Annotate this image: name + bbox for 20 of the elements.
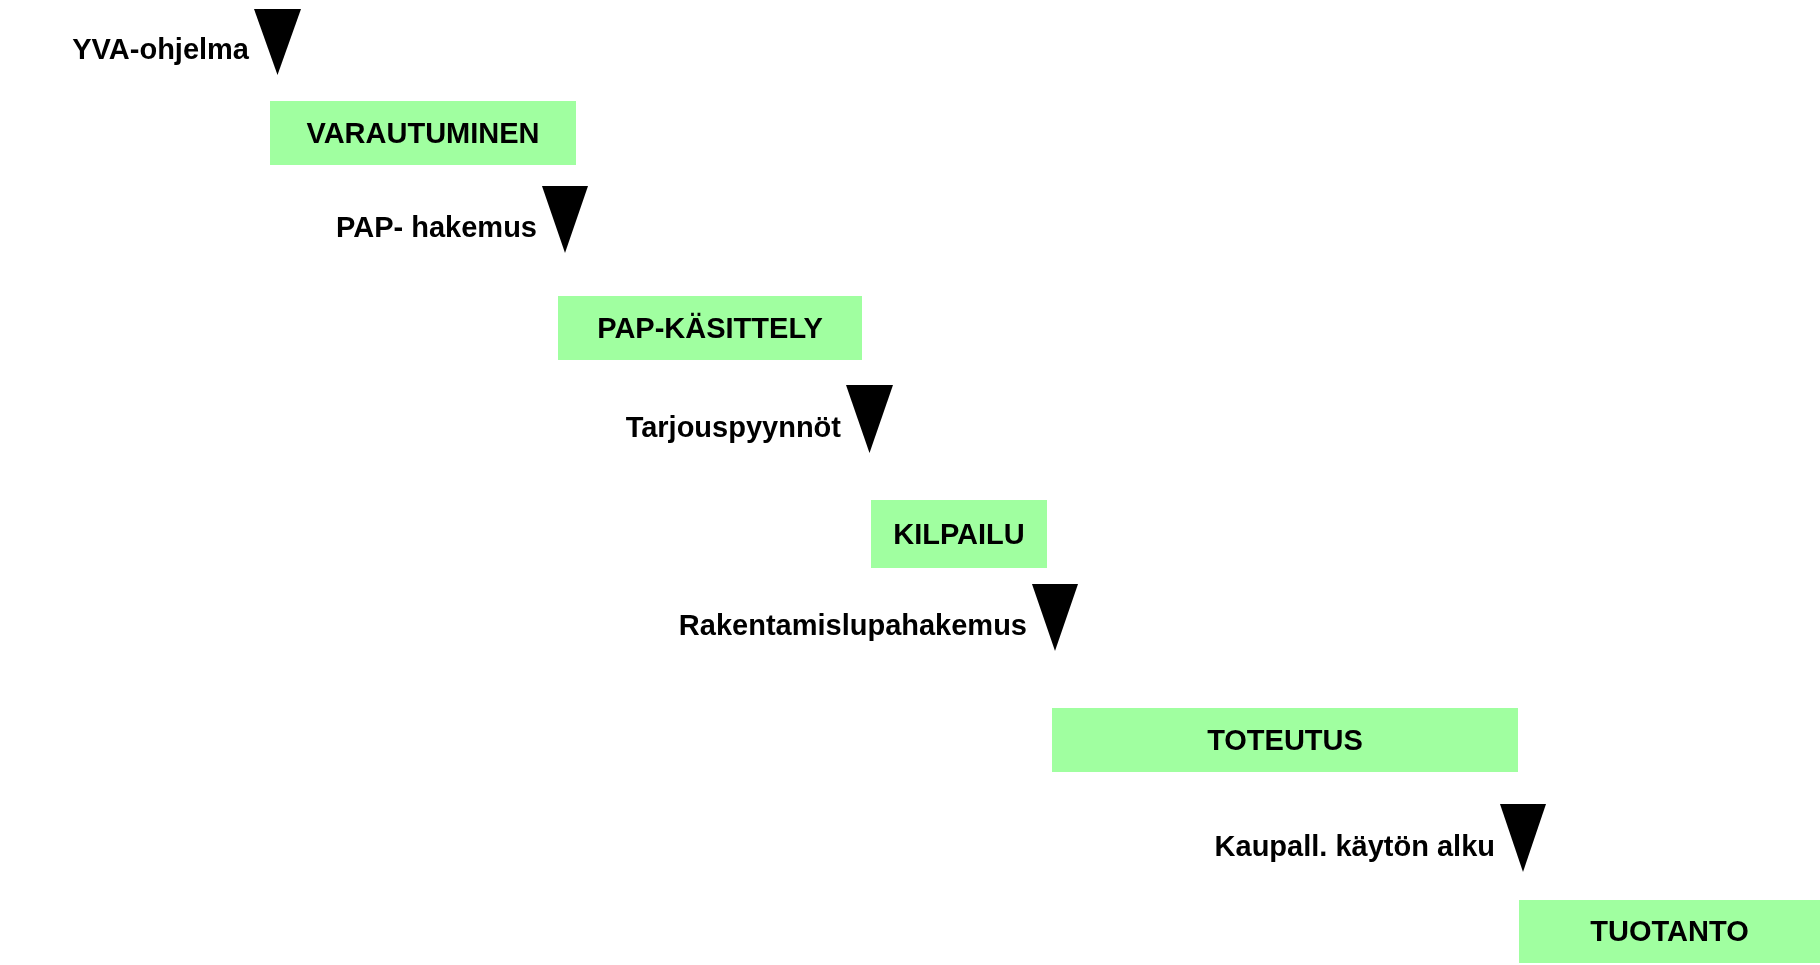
milestone-label: Rakentamislupahakemus <box>678 609 1027 642</box>
phase-label: TOTEUTUS <box>1207 723 1363 757</box>
phase-box <box>558 296 862 360</box>
phase-box <box>1519 900 1820 963</box>
milestone-label: YVA-ohjelma <box>72 33 249 66</box>
phase-label: PAP-KÄSITTELY <box>597 311 823 345</box>
milestone-label: Tarjouspyynnöt <box>625 411 841 444</box>
milestone-triangle <box>846 385 893 453</box>
milestone-triangle <box>1500 804 1546 872</box>
milestone-triangle <box>254 9 301 75</box>
phase-label: TUOTANTO <box>1590 915 1749 948</box>
phase-box <box>871 500 1047 568</box>
phase-box <box>270 101 576 165</box>
phase-label: VARAUTUMINEN <box>306 116 540 150</box>
milestone-label: Kaupall. käytön alku <box>1214 830 1495 863</box>
milestone-triangle <box>1032 584 1078 651</box>
phase-label: KILPAILU <box>893 517 1025 551</box>
milestone-triangle <box>542 186 588 253</box>
milestone-label: PAP- hakemus <box>336 211 537 244</box>
phase-box <box>1052 708 1518 772</box>
